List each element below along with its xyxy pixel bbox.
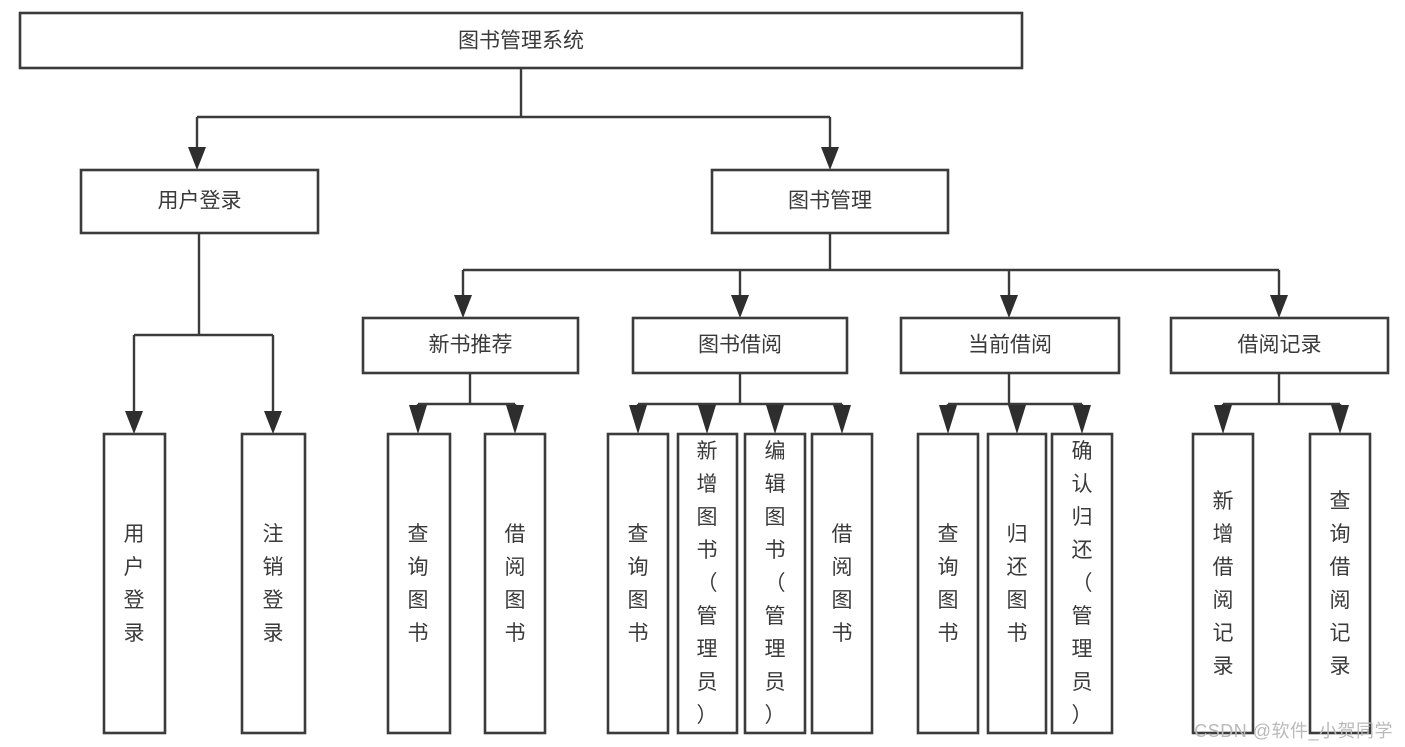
node-leaf-query-book-1[interactable]: 查询图书 bbox=[386, 432, 452, 735]
node-book-borrow-label: 图书借阅 bbox=[698, 334, 782, 357]
node-borrow-record-label: 借阅记录 bbox=[1238, 334, 1322, 357]
node-new-book-recommend-box[interactable] bbox=[361, 316, 580, 375]
node-leaf-return-book[interactable]: 归还图书 bbox=[986, 432, 1048, 735]
node-leaf-return-book-box[interactable] bbox=[986, 432, 1048, 735]
node-leaf-query-record-label: 查询借阅记录 bbox=[1330, 490, 1351, 678]
node-leaf-confirm-return[interactable]: 确认归还（管理员） bbox=[1050, 432, 1114, 735]
node-leaf-add-book-box[interactable] bbox=[676, 432, 739, 735]
node-leaf-query-book-3[interactable]: 查询图书 bbox=[916, 432, 980, 735]
node-leaf-borrow-book-1[interactable]: 借阅图书 bbox=[483, 432, 547, 735]
node-current-borrow-label: 当前借阅 bbox=[968, 334, 1052, 357]
node-leaf-query-book-2-label: 查询图书 bbox=[628, 523, 649, 645]
node-leaf-query-record[interactable]: 查询借阅记录 bbox=[1308, 432, 1372, 735]
node-leaf-user-login[interactable]: 用户登录 bbox=[102, 432, 167, 735]
node-leaf-query-book-1-label: 查询图书 bbox=[408, 523, 429, 645]
node-leaf-user-login-box[interactable] bbox=[102, 432, 167, 735]
node-leaf-borrow-book-2[interactable]: 借阅图书 bbox=[810, 432, 874, 735]
node-leaf-add-book[interactable]: 新增图书（管理员） bbox=[676, 432, 739, 735]
watermark-label: CSDN @软件_小贺同学 bbox=[1194, 721, 1393, 741]
node-leaf-confirm-return-box[interactable] bbox=[1050, 432, 1114, 735]
node-book-borrow-box[interactable] bbox=[631, 316, 849, 375]
node-leaf-borrow-book-2-box[interactable] bbox=[810, 432, 874, 735]
node-borrow-record[interactable]: 借阅记录 bbox=[1169, 316, 1390, 375]
node-borrow-record-box[interactable] bbox=[1169, 316, 1390, 375]
node-leaf-query-book-2[interactable]: 查询图书 bbox=[606, 432, 670, 735]
node-leaf-query-book-2-box[interactable] bbox=[606, 432, 670, 735]
node-user-login[interactable]: 用户登录 bbox=[79, 168, 320, 235]
node-book-management[interactable]: 图书管理 bbox=[710, 168, 950, 235]
node-root-label: 图书管理系统 bbox=[458, 30, 584, 53]
arrow-head-leaf-query-record bbox=[1331, 405, 1349, 434]
connector-group-book-management bbox=[454, 233, 1288, 318]
node-new-book-recommend-label: 新书推荐 bbox=[429, 334, 513, 357]
node-leaf-confirm-return-label: 确认归还（管理员） bbox=[1072, 440, 1093, 727]
connector-group-new-book-recommend bbox=[409, 373, 524, 434]
arrow-head-leaf-confirm-return bbox=[1073, 405, 1091, 434]
arrow-head-leaf-add-book bbox=[698, 405, 716, 434]
node-new-book-recommend[interactable]: 新书推荐 bbox=[361, 316, 580, 375]
node-leaf-user-login-label: 用户登录 bbox=[124, 523, 145, 645]
arrow-head-book-borrow bbox=[731, 295, 749, 318]
node-current-borrow-box[interactable] bbox=[899, 316, 1121, 375]
node-leaf-query-book-3-label: 查询图书 bbox=[938, 523, 959, 645]
node-leaf-query-record-box[interactable] bbox=[1308, 432, 1372, 735]
node-leaf-edit-book[interactable]: 编辑图书（管理员） bbox=[743, 432, 807, 735]
node-leaf-logout[interactable]: 注销登录 bbox=[240, 432, 307, 735]
arrow-head-leaf-query-book-2 bbox=[629, 405, 647, 434]
node-user-login-box[interactable] bbox=[79, 168, 320, 235]
arrow-head-new-book-recommend bbox=[454, 295, 472, 318]
node-leaf-edit-book-label: 编辑图书（管理员） bbox=[765, 440, 786, 727]
node-root-box[interactable] bbox=[18, 11, 1024, 70]
node-leaf-add-record[interactable]: 新增借阅记录 bbox=[1191, 432, 1255, 735]
connector-group-borrow-record bbox=[1214, 373, 1349, 434]
node-leaf-add-record-box[interactable] bbox=[1191, 432, 1255, 735]
connector-group-book-borrow bbox=[629, 373, 851, 434]
arrow-head-leaf-borrow-book-2 bbox=[833, 405, 851, 434]
arrow-head-leaf-add-record bbox=[1214, 405, 1232, 434]
connector-group-current-borrow bbox=[939, 373, 1091, 434]
node-leaf-logout-box[interactable] bbox=[240, 432, 307, 735]
arrow-head-leaf-user-login bbox=[125, 411, 143, 434]
node-root[interactable]: 图书管理系统 bbox=[18, 11, 1024, 70]
node-current-borrow[interactable]: 当前借阅 bbox=[899, 316, 1121, 375]
connector-group-root bbox=[188, 68, 839, 170]
node-book-borrow[interactable]: 图书借阅 bbox=[631, 316, 849, 375]
arrow-head-book-management bbox=[821, 147, 839, 170]
arrow-head-leaf-edit-book bbox=[766, 405, 784, 434]
node-user-login-label: 用户登录 bbox=[158, 190, 242, 213]
node-leaf-add-record-label: 新增借阅记录 bbox=[1213, 490, 1234, 678]
arrow-head-leaf-logout bbox=[264, 411, 282, 434]
node-leaf-query-book-3-box[interactable] bbox=[916, 432, 980, 735]
arrow-head-user-login bbox=[188, 147, 206, 170]
node-leaf-edit-book-box[interactable] bbox=[743, 432, 807, 735]
arrow-head-leaf-borrow-book-1 bbox=[506, 405, 524, 434]
node-leaf-add-book-label: 新增图书（管理员） bbox=[697, 440, 718, 727]
arrow-head-current-borrow bbox=[1000, 295, 1018, 318]
arrow-head-leaf-return-book bbox=[1008, 405, 1026, 434]
arrow-head-leaf-query-book-3 bbox=[939, 405, 957, 434]
node-book-management-label: 图书管理 bbox=[788, 190, 872, 213]
connector-group-user-login bbox=[125, 233, 282, 434]
node-leaf-borrow-book-2-label: 借阅图书 bbox=[832, 523, 853, 645]
node-book-management-box[interactable] bbox=[710, 168, 950, 235]
arrow-head-leaf-query-book-1 bbox=[409, 405, 427, 434]
node-leaf-query-book-1-box[interactable] bbox=[386, 432, 452, 735]
node-leaf-return-book-label: 归还图书 bbox=[1007, 523, 1028, 645]
arrow-head-borrow-record bbox=[1270, 295, 1288, 318]
node-leaf-borrow-book-1-box[interactable] bbox=[483, 432, 547, 735]
node-leaf-borrow-book-1-label: 借阅图书 bbox=[505, 523, 526, 645]
node-leaf-logout-label: 注销登录 bbox=[263, 523, 284, 645]
